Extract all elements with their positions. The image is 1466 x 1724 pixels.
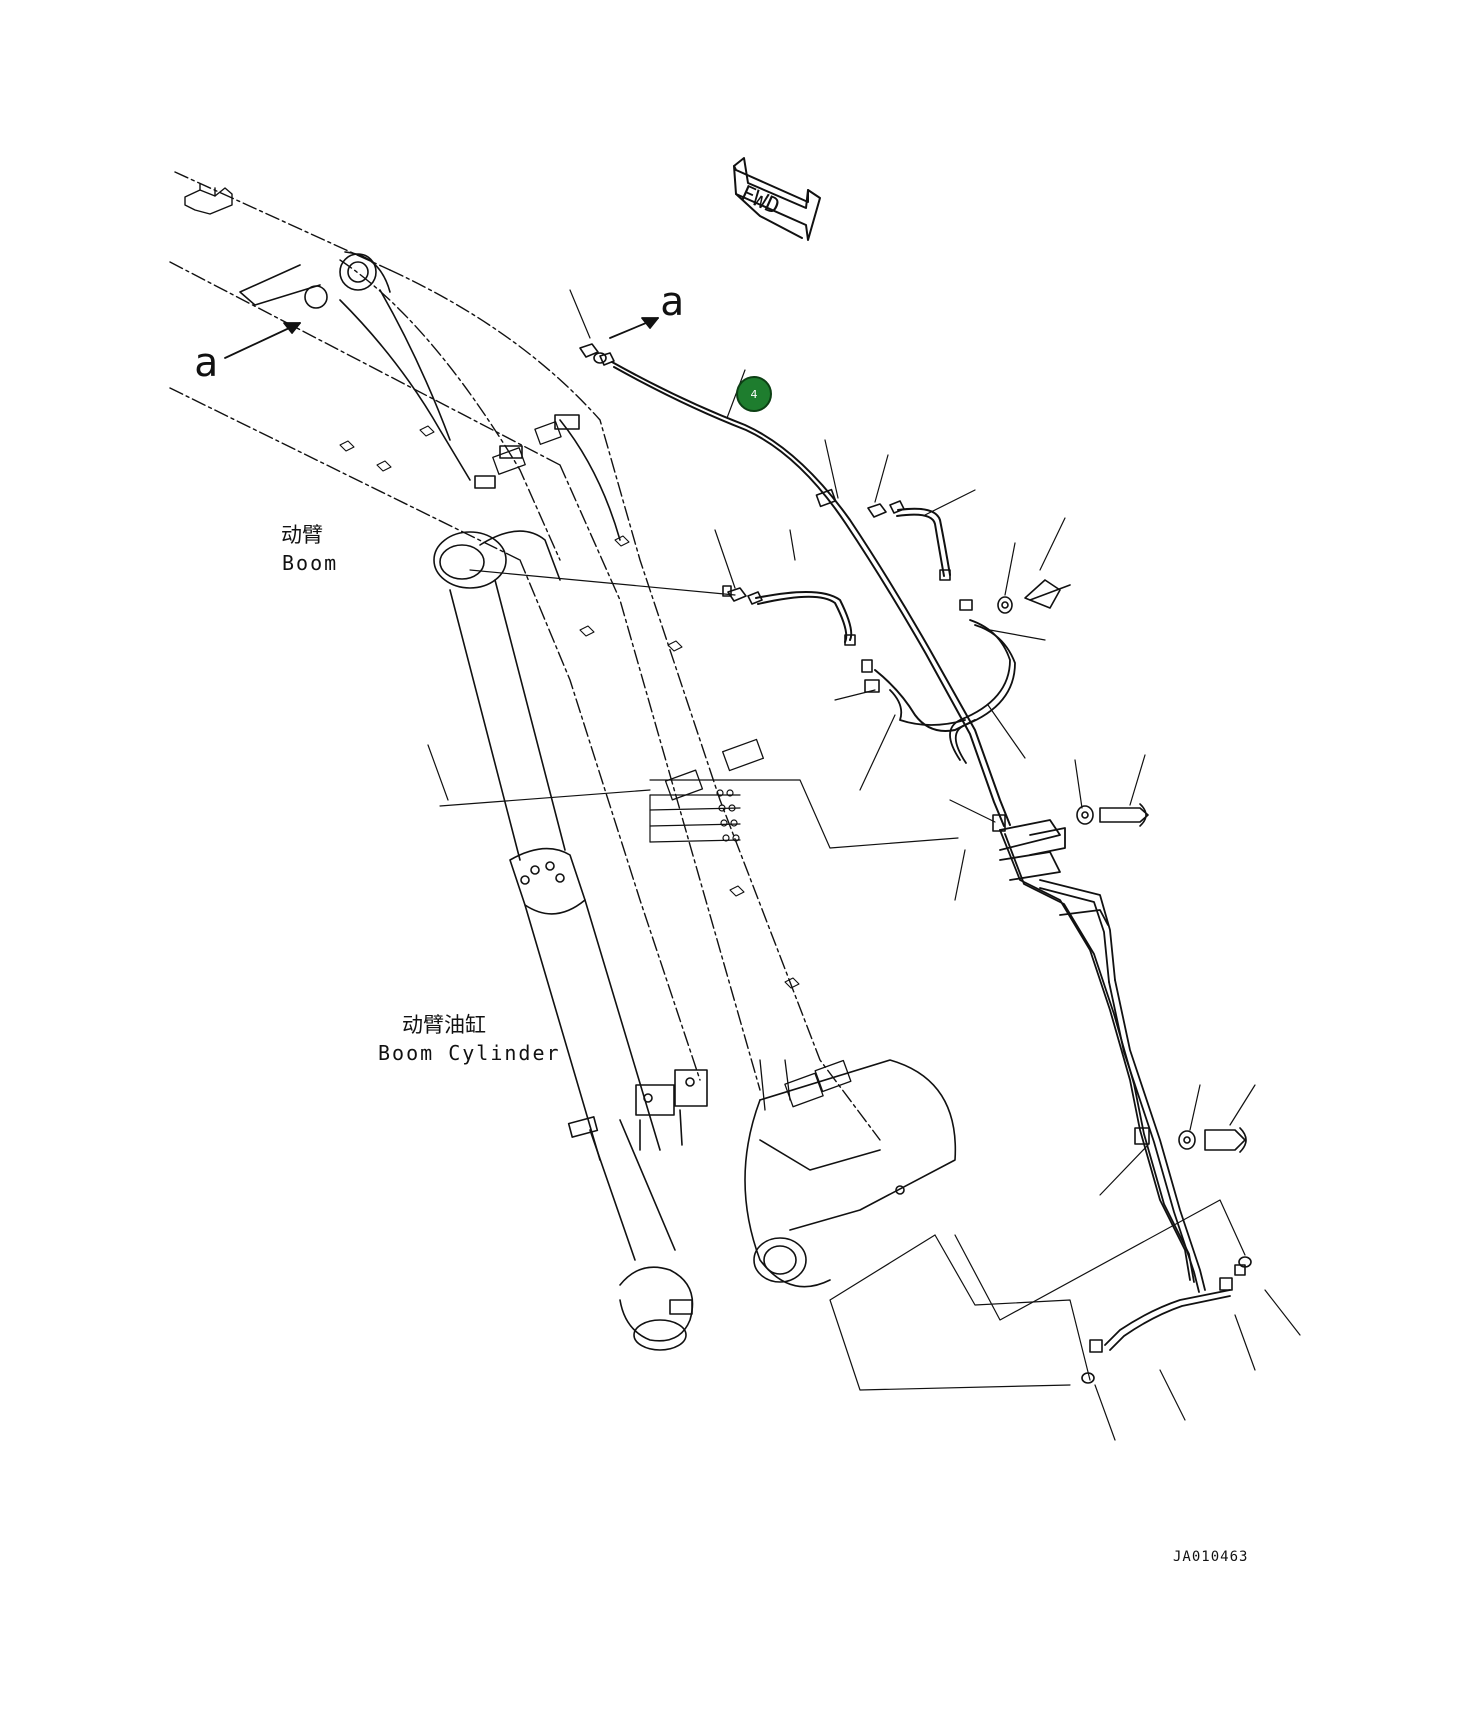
callout-badge-4[interactable]: 4 — [736, 376, 772, 412]
tube-bundle — [889, 619, 1231, 1351]
fwd-arrow-icon — [733, 157, 821, 241]
view-letter-right: a — [660, 279, 685, 325]
boom-cutouts — [339, 425, 800, 989]
boom-label-cn: 动臂 — [281, 523, 323, 547]
fittings — [579, 343, 1252, 1384]
boom-label-en: Boom — [282, 551, 339, 575]
callout-number: 4 — [750, 387, 758, 401]
boom-cylinder — [433, 530, 708, 1351]
hose-branch — [755, 507, 976, 732]
view-arrow-icon — [224, 317, 659, 359]
boom-outline — [169, 171, 881, 1141]
drawing-code: JA010463 — [1173, 1549, 1249, 1565]
bracket-top-left — [184, 183, 233, 215]
boom-brackets — [492, 421, 852, 1111]
leader-lines — [427, 289, 1301, 1441]
hose-line-main — [611, 361, 1011, 827]
view-letter-left: a — [194, 340, 219, 386]
boom-structure — [239, 251, 957, 1288]
leader-box — [439, 569, 1246, 1391]
bolts-washers — [997, 579, 1247, 1153]
cylinder-label-cn: 动臂油缸 — [402, 1013, 486, 1037]
cylinder-label-en: Boom Cylinder — [378, 1041, 561, 1065]
